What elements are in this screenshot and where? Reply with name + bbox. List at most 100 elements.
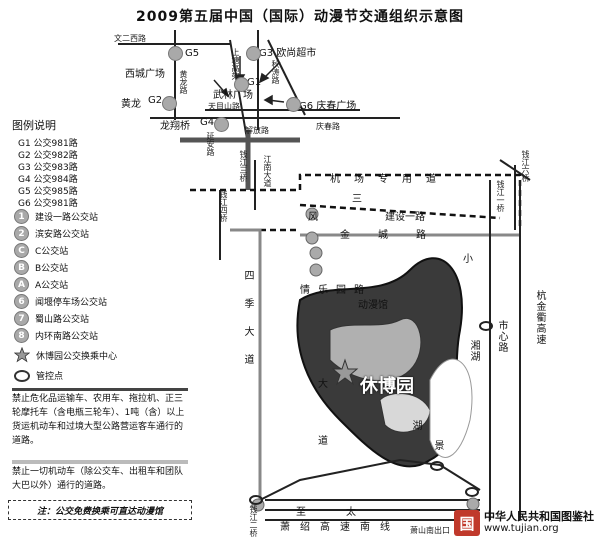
- label-g1: G1: [247, 77, 262, 88]
- legend-stop-item: 8 内环南路公交站: [14, 328, 98, 343]
- label-qiantang-bridge4: 钱江四桥: [219, 190, 228, 222]
- stop-number-icon: 8: [14, 328, 29, 343]
- control-points: [249, 321, 493, 505]
- stop-label: 蜀山路公交站: [35, 315, 90, 325]
- label-xiaoshan-exit: 萧山南出口: [410, 526, 450, 535]
- xiang-lake: [429, 358, 473, 458]
- label-xicheng: 西城广场: [125, 69, 165, 80]
- control-label: 管控点: [36, 372, 64, 382]
- g1-stop-icon: [234, 77, 249, 92]
- label-huanglong-road: 黄龙路: [179, 70, 188, 94]
- legend-control-item: 管控点: [14, 369, 63, 382]
- label-hu: 湖: [410, 420, 421, 431]
- rule-ban-all: 禁止一切机动车（除公交车、出租车和团队大巴以外）通行的道路。: [12, 467, 184, 491]
- hub-label: 休博园公交换乘中心: [36, 351, 118, 362]
- stop-label: B公交站: [35, 264, 69, 274]
- label-xiao: 小: [463, 254, 473, 265]
- legend-stop-item: C C公交站: [14, 243, 68, 258]
- label-qiutao: 秋涛路: [271, 60, 280, 84]
- legend-bus-line: G5 公交985路: [18, 187, 78, 197]
- label-san: 三: [352, 194, 362, 205]
- watermark-url[interactable]: www.tujian.org: [484, 523, 559, 534]
- legend-bus-line: G1 公交981路: [18, 139, 78, 149]
- legend-stop-item: B B公交站: [14, 260, 68, 275]
- g3-stop-icon: [246, 46, 261, 61]
- tujian-logo-icon: 国: [454, 510, 480, 536]
- stop-label: A公交站: [35, 281, 69, 291]
- rule-ban-trucks: 禁止危化品运输车、农用车、拖拉机、正三轮摩托车（含电瓶三轮车）、1吨（含）以上货…: [12, 394, 185, 446]
- legend-stop-item: 6 闻堰停车场公交站: [14, 294, 107, 309]
- label-huanglong: 黄龙: [121, 99, 141, 110]
- label-longxiangqiao: 龙翔桥: [160, 121, 190, 132]
- legend-stop-item: 7 蜀山路公交站: [14, 311, 89, 326]
- label-jincheng: 金城路: [340, 230, 454, 241]
- legend-stop-item: 2 滨安路公交站: [14, 226, 89, 241]
- label-da: 大: [318, 379, 328, 390]
- legend-bus-line: G2 公交982路: [18, 151, 78, 161]
- label-tianmushan: 天目山路: [208, 102, 240, 111]
- label-qiantang-bridge1: 钱江一桥: [496, 180, 505, 212]
- label-wenyi-west: 文二西路: [114, 34, 146, 43]
- label-shangtang: 上塘高架: [231, 48, 240, 80]
- legend-stop-item: A A公交站: [14, 277, 68, 292]
- label-dongman: 动漫馆: [358, 300, 388, 311]
- ban-trucks-line-icon: [12, 388, 188, 391]
- label-shixin: 市心路: [496, 320, 507, 353]
- stop-number-icon: 6: [14, 294, 29, 309]
- page-title: 2009第五届中国（国际）动漫节交通组织示意图: [136, 9, 464, 25]
- label-zhi: 至: [296, 507, 306, 518]
- label-jianshe1: 建设一路: [385, 212, 425, 223]
- g4-stop-icon: [214, 117, 229, 132]
- legend-stop-item: 1 建设一路公交站: [14, 209, 98, 224]
- stop-number-icon: B: [14, 260, 29, 275]
- stop-number-icon: A: [14, 277, 29, 292]
- hub-star: [331, 358, 359, 386]
- legend-bus-line: G3 公交983路: [18, 163, 78, 173]
- g2-stop-icon: [162, 96, 177, 111]
- label-g3: G3 欧尚超市: [259, 48, 317, 59]
- g5-stop-icon: [168, 46, 183, 61]
- label-g4: G4: [200, 117, 215, 128]
- label-jichang: 机场专用道: [330, 174, 450, 185]
- label-g5: G5: [185, 48, 200, 59]
- stop-number-icon: 1: [14, 209, 29, 224]
- legend-hub-item: 休博园公交换乘中心: [14, 347, 117, 363]
- label-g2: G2: [148, 95, 163, 106]
- label-xiaoshao: 萧绍高速南线: [280, 522, 400, 533]
- label-tai: 太: [346, 507, 356, 518]
- note-box: 注：公交免费换乘可直达动漫馆: [8, 500, 192, 520]
- label-jing: 景: [432, 440, 443, 451]
- label-qingle: 情乐园路: [300, 285, 372, 296]
- stop-label: 内环南路公交站: [35, 332, 99, 342]
- stop-label: 滨安路公交站: [35, 230, 90, 240]
- stop-number-icon: 2: [14, 226, 29, 241]
- label-qingchun-road: 庆春路: [316, 122, 340, 131]
- label-qiantang-bridge6: 钱江六桥: [521, 150, 530, 182]
- stop-number-icon: 7: [14, 311, 29, 326]
- g6-stop-icon: [286, 97, 301, 112]
- stop-label: C公交站: [35, 247, 69, 257]
- label-qiantang-bridge3: 钱江三桥: [239, 150, 248, 182]
- label-dao: 道: [318, 436, 328, 447]
- label-jiefang: 解放路: [245, 126, 269, 135]
- label-qiantang-bridge2: 钱江二桥: [249, 505, 258, 537]
- label-xiuboyuan: 休博园: [360, 376, 414, 397]
- label-xianghu: 湘湖: [468, 340, 479, 362]
- label-wulin: 武林广场: [213, 90, 253, 101]
- label-yanan: 延安路: [206, 132, 215, 156]
- legend-title: 图例说明: [12, 119, 56, 132]
- legend-bus-line: G6 公交981路: [18, 199, 78, 209]
- watermark: 国 中华人民共和国图鉴社 www.tujian.org: [454, 510, 594, 536]
- label-hangjin: 杭金衢高速: [534, 290, 545, 345]
- legend-bus-line: G4 公交984路: [18, 175, 78, 185]
- label-g6: G6 庆春广场: [299, 101, 357, 112]
- watermark-org: 中华人民共和国图鉴社: [484, 510, 594, 523]
- stop-label: 建设一路公交站: [35, 213, 99, 223]
- ban-all-line-icon: [12, 460, 188, 464]
- hub-star-icon: [14, 347, 30, 363]
- map-stops: [251, 207, 480, 512]
- label-jiangnan: 江南大道: [263, 155, 272, 187]
- highway-roads: [180, 130, 300, 190]
- stop-label: 闻堰停车场公交站: [35, 298, 108, 308]
